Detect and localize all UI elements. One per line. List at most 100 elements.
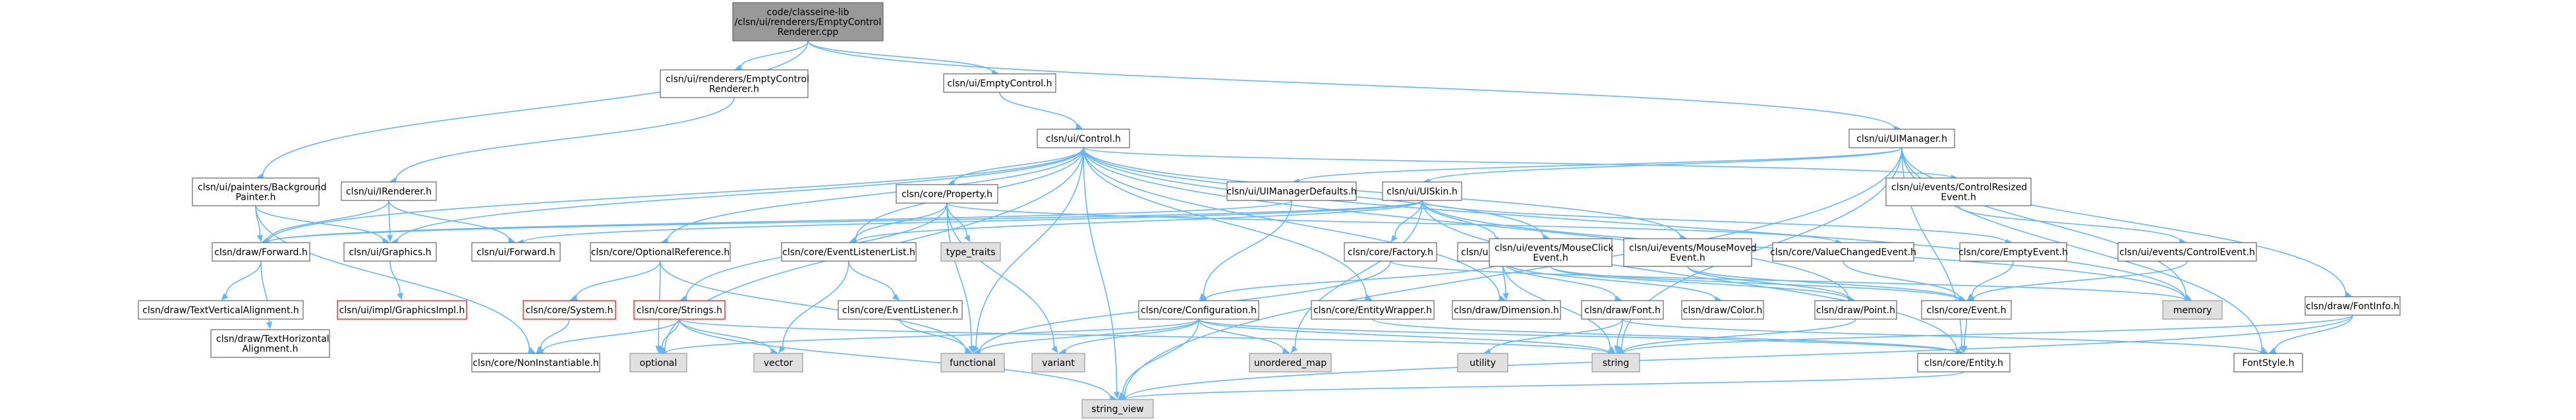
node-config_h[interactable]: clsn/core/Configuration.h [1138,300,1259,320]
node-label-line: clsn/draw/TextVerticalAlignment.h [142,305,299,316]
node-label-line: clsn/ui/events/MouseClick [1495,243,1615,254]
node-label-line: clsn/ui/EmptyControl.h [947,78,1052,89]
node-box [471,242,561,262]
edge-font_h-to-string [1614,318,1623,353]
node-label-line: Painter.h [235,193,275,203]
edge-line [1687,266,1960,301]
node-evtlistenerlist_h[interactable]: clsn/core/EventListenerList.h [781,242,917,262]
node-textvalign_h[interactable]: clsn/draw/TextVerticalAlignment.h [138,300,304,320]
node-label-line: unordered_map [1254,358,1327,369]
node-emptyevent_h[interactable]: clsn/core/EmptyEvent.h [1959,242,2068,262]
node-point_h[interactable]: clsn/draw/Point.h [1814,300,1897,320]
node-vector: vector [753,353,803,373]
node-label-line: clsn/draw/Dimension.h [1454,305,1559,316]
edge-system_h-to-noninst_h [536,318,570,353]
edge-arrowhead [1075,123,1083,129]
edge-config_h-to-string [1198,318,1616,356]
node-type_traits: type_traits [940,242,1001,262]
node-fontinfo_h[interactable]: clsn/draw/FontInfo.h [2304,296,2401,316]
node-label: clsn/draw/Forward.h [214,247,307,258]
node-label: clsn/ui/UIManager.h [1856,134,1947,144]
edge-arrowhead [963,234,971,243]
node-emptycontrol_h[interactable]: clsn/ui/EmptyControl.h [943,73,1056,93]
node-factory_h[interactable]: clsn/core/Factory.h [1344,242,1437,262]
edge-line [1502,260,1617,299]
edge-line [946,202,1055,348]
node-uimgrdefaults_h[interactable]: clsn/ui/UIManagerDefaults.h [1226,181,1357,201]
edge-control_h-to-string_view [1083,147,1120,400]
node-label-line: string_view [1091,404,1143,415]
edge-arrowhead [266,321,273,330]
edge-arrowhead [1290,345,1298,353]
node-box [2162,300,2223,320]
edge-event_h-to-entity_h [1961,318,1968,353]
node-entitywrapper_h[interactable]: clsn/core/EntityWrapper.h [1311,300,1435,320]
node-uiskin_h[interactable]: clsn/ui/UISkin.h [1382,181,1462,201]
edge-line [1421,200,2007,243]
node-label-line: utility [1470,358,1496,369]
node-graphicsimpl_h[interactable]: clsn/ui/impl/GraphicsImpl.h [337,300,467,320]
edge-line [268,200,1292,243]
edge-line [388,200,391,236]
node-label-line: /clsn/ui/renderers/EmptyControl [735,17,882,28]
node-strings_h[interactable]: clsn/core/Strings.h [633,300,726,320]
node-label: clsn/core/NonInstantiable.h [472,358,598,369]
node-event_h[interactable]: clsn/core/Event.h [1921,300,2012,320]
node-label: clsn/ui/events/ControlEvent.h [2119,247,2255,258]
node-box [1382,181,1462,201]
edge-arrowhead [386,235,393,243]
node-entity_h[interactable]: clsn/core/Entity.h [1917,353,2011,373]
nodes-layer: code/classeine-lib/clsn/ui/renderers/Emp… [138,2,2401,419]
node-draw_forward_h[interactable]: clsn/draw/Forward.h [212,242,310,262]
node-box [1311,300,1435,320]
node-label-line: clsn/core/Event.h [1927,305,2007,316]
node-fontstyle_h[interactable]: FontStyle.h [2233,353,2303,373]
node-system_h[interactable]: clsn/core/System.h [523,300,616,320]
node-noninst_h[interactable]: clsn/core/NonInstantiable.h [471,353,600,373]
node-label: unordered_map [1254,358,1327,369]
node-irenderer_h[interactable]: clsn/ui/IRenderer.h [341,181,437,201]
node-uimanager_h[interactable]: clsn/ui/UIManager.h [1848,129,1955,148]
node-box [660,69,809,98]
node-box [781,242,917,262]
edge-renderer_h-to-irenderer_h [389,97,735,183]
node-control_h[interactable]: clsn/ui/Control.h [1037,129,1130,148]
node-ctrlevent_h[interactable]: clsn/ui/events/ControlEvent.h [2117,242,2257,262]
edge-arrowhead [569,295,578,301]
node-font_h[interactable]: clsn/draw/Font.h [1581,300,1664,320]
node-color_h[interactable]: clsn/draw/Color.h [1681,300,1764,320]
node-optref_h[interactable]: clsn/core/OptionalReference.h [590,242,731,262]
edge-line [395,97,735,181]
node-dimension_h[interactable]: clsn/draw/Dimension.h [1452,300,1561,320]
edge-line [1064,318,1199,352]
node-evtlistener_h[interactable]: clsn/core/EventListener.h [838,300,963,320]
edge-optref_h-to-system_h [569,260,661,301]
node-label-line: clsn/core/Entity.h [1924,358,2003,369]
node-property_h[interactable]: clsn/core/Property.h [896,184,998,204]
edge-line [397,147,1084,242]
node-label: clsn/core/EmptyEvent.h [1959,247,2068,258]
edge-strings_h-to-optional [658,318,680,353]
edge-emptycontrol_h-to-control_h [999,92,1083,129]
node-label-line: clsn/draw/Color.h [1683,305,1762,316]
edge-line [979,318,1199,353]
edge-ctrlresized_h-to-ctrlevent_h [1958,205,2187,245]
node-box [192,177,320,206]
node-ui_forward_h[interactable]: clsn/ui/Forward.h [471,242,561,262]
node-label-line: clsn/ui/UIManagerDefaults.h [1226,187,1356,197]
edge-ctrlevent_h-to-event_h [1966,260,2188,303]
node-graphics_h[interactable]: clsn/ui/Graphics.h [343,242,437,262]
node-label: clsn/ui/Control.h [1046,134,1121,144]
node-valuechanged_h[interactable]: clsn/core/ValueChangedEvent.h [1770,242,1916,262]
edges-layer [221,40,2353,403]
edge-line [1198,318,1284,351]
node-box [943,73,1056,93]
